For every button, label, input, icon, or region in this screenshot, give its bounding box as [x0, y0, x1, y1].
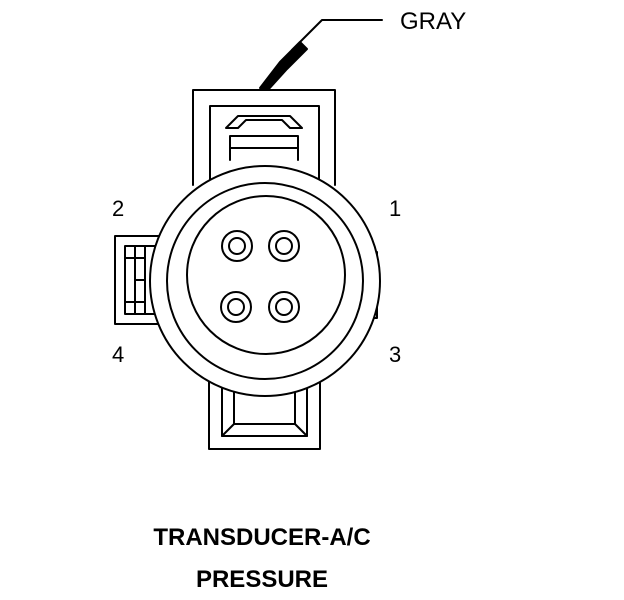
- bottom-key: [208, 367, 321, 450]
- cavity-top-right: [268, 230, 300, 262]
- pin-label-4: 4: [112, 342, 125, 367]
- connector-body-outer: [149, 165, 381, 397]
- pin-label-1: 1: [389, 196, 402, 221]
- callout-leader: [259, 19, 383, 91]
- terminal-cavities: [220, 230, 300, 323]
- connector-face: [186, 195, 346, 355]
- wire-color-label: GRAY: [400, 8, 467, 35]
- caption-line-1: TRANSDUCER-A/C: [153, 524, 371, 551]
- caption-line-2: PRESSURE: [195, 566, 329, 593]
- cavity-bottom-left: [220, 291, 252, 323]
- pin-label-3: 3: [389, 342, 402, 367]
- cavity-top-left: [221, 230, 253, 262]
- top-latch: [192, 89, 336, 197]
- left-tab: [114, 235, 161, 325]
- connector-body-inner: [166, 182, 364, 380]
- pin-label-2: 2: [112, 196, 125, 221]
- cavity-bottom-right: [268, 291, 300, 323]
